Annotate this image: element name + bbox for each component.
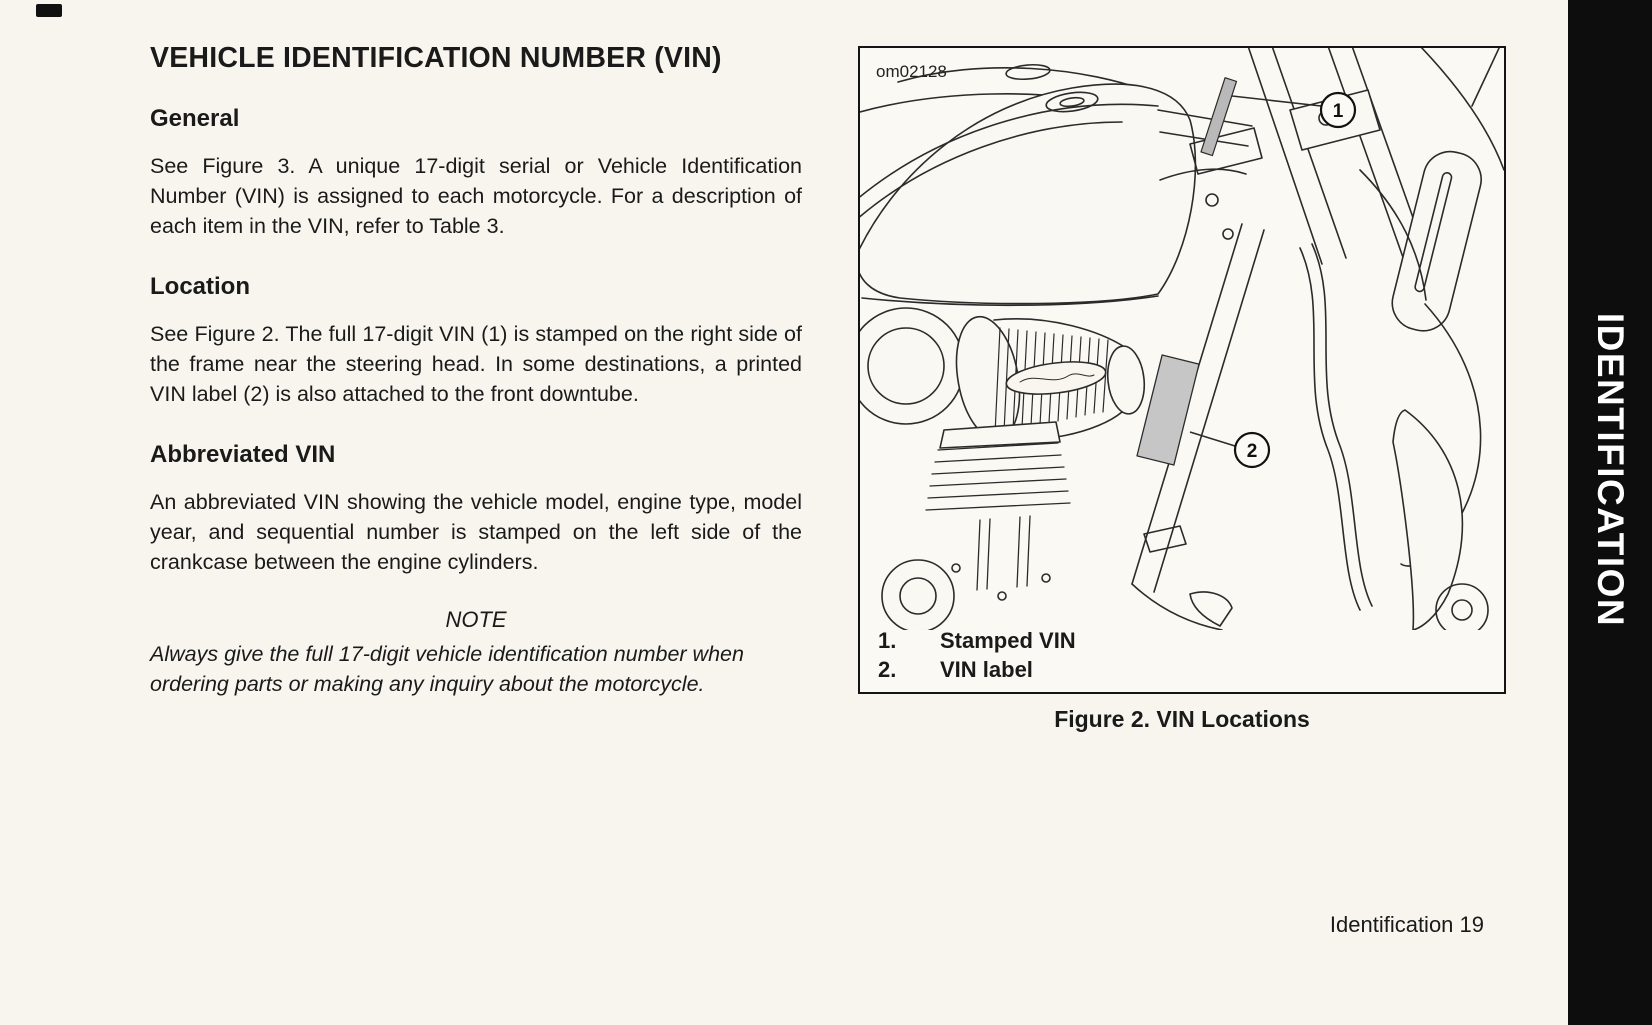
section-heading-general: General xyxy=(150,105,240,132)
scan-artifact-mark xyxy=(36,4,62,17)
section-body-abbreviated-vin: An abbreviated VIN showing the vehicle m… xyxy=(150,490,802,574)
figure-caption: Figure 2. VIN Locations xyxy=(1054,706,1310,732)
stamped-vin-mark xyxy=(1200,77,1238,157)
vin-locations-illustration: 1 2 xyxy=(860,48,1504,630)
fuel-tank xyxy=(860,83,1197,307)
section-tab-band: IDENTIFICATION xyxy=(1568,0,1652,1025)
page-title: VEHICLE IDENTIFICATION NUMBER (VIN) xyxy=(150,42,722,74)
engine-cylinders xyxy=(881,421,1071,630)
section-tab-label: IDENTIFICATION xyxy=(1590,312,1631,628)
callout-2-number: 2 xyxy=(1247,441,1258,462)
text-column: VEHICLE IDENTIFICATION NUMBER (VIN) Gene… xyxy=(150,42,802,699)
figure-2: 1 2 om02128 1. Stamped VIN 2. VIN label xyxy=(858,46,1506,733)
note-text: Always give the full 17-digit vehicle id… xyxy=(150,642,744,696)
section-body-general: See Figure 3. A unique 17-digit serial o… xyxy=(150,154,802,238)
air-cleaner-badge xyxy=(1005,361,1107,395)
callout-2-marker: 2 xyxy=(1189,431,1271,469)
section-heading-abbreviated-vin: Abbreviated VIN xyxy=(150,441,336,468)
note-label: NOTE xyxy=(445,607,507,632)
legend-item-2-label: VIN label xyxy=(940,657,1033,682)
shifter-peg xyxy=(1189,591,1233,627)
vin-label-mark xyxy=(1136,354,1200,466)
figure-image-code: om02128 xyxy=(876,62,947,81)
section-body-location: See Figure 2. The full 17-digit VIN (1) … xyxy=(150,322,802,406)
legend-item-1-label: Stamped VIN xyxy=(940,628,1076,653)
page-footer: Identification 19 xyxy=(1329,912,1484,937)
figure-frame: 1 2 om02128 1. Stamped VIN 2. VIN label xyxy=(858,46,1506,694)
steering-head xyxy=(1159,127,1263,240)
front-forks xyxy=(1247,48,1504,332)
figure-legend: 1. Stamped VIN 2. VIN label xyxy=(878,626,1486,684)
front-fender xyxy=(1392,409,1464,630)
callout-1-marker: 1 xyxy=(1231,91,1357,129)
section-heading-location: Location xyxy=(150,273,250,300)
callout-1-number: 1 xyxy=(1333,101,1344,122)
fuel-cap xyxy=(1045,91,1099,113)
legend-item-2-number: 2. xyxy=(878,657,897,682)
legend-item-2: 2. VIN label xyxy=(878,655,1486,684)
legend-item-1: 1. Stamped VIN xyxy=(878,626,1486,655)
legend-item-1-number: 1. xyxy=(878,628,897,653)
